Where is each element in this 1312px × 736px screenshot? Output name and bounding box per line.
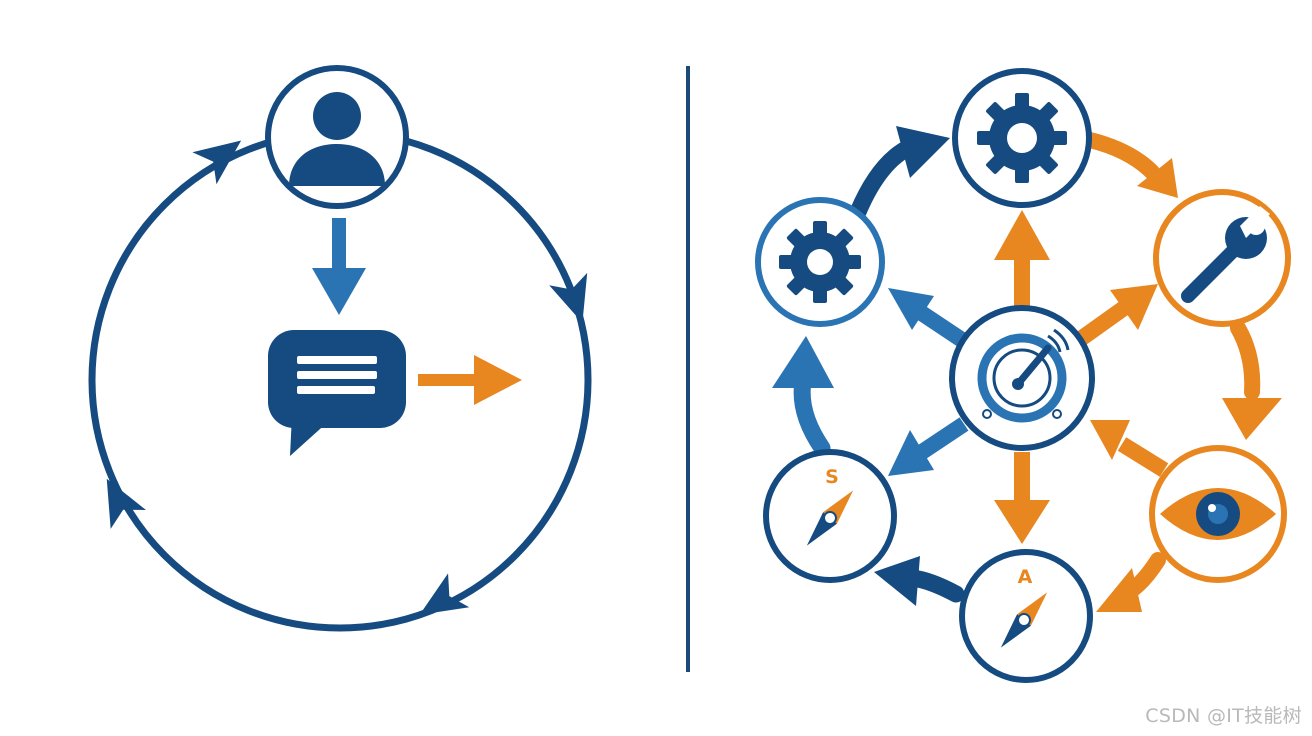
compass-bottom-letter: A — [1018, 566, 1033, 588]
gear-icon — [779, 221, 861, 303]
compass-bottom-node: A — [959, 549, 1093, 683]
cycle-arrowhead-right — [549, 272, 588, 323]
orange-right-arrow — [418, 355, 522, 405]
compass-left-node: S — [763, 449, 897, 583]
arrowhead-geartop-to-wrench — [1137, 158, 1178, 198]
cycle-arrowhead-top-left — [192, 140, 242, 185]
down-arrow — [312, 218, 366, 315]
spoke-up-head — [994, 210, 1050, 260]
arrowhead-gearleft-to-geartop — [896, 126, 950, 178]
chat-bubble-icon — [268, 330, 406, 456]
eye-node — [1149, 445, 1287, 583]
spoke-upleft — [915, 305, 967, 347]
cycle-arrowhead-bottom — [419, 573, 470, 615]
arrowhead-eye-to-compassbottom — [1096, 568, 1142, 612]
right-network-diagram: A S — [755, 68, 1291, 683]
arrowhead-wrench-to-eye — [1222, 398, 1282, 440]
compass-icon — [806, 490, 854, 546]
arrow-gearleft-to-geartop — [849, 137, 921, 221]
eye-icon — [1160, 488, 1276, 540]
gauge-icon — [977, 328, 1070, 423]
arrow-compassbottom-to-compassleft — [903, 569, 965, 603]
spoke-upright-head — [1110, 284, 1158, 330]
spoke-downleft-head — [888, 430, 934, 476]
spoke-upright — [1077, 301, 1129, 345]
cycle-arrowhead-left — [106, 478, 146, 529]
arrow-geartop-to-wrench — [1082, 132, 1160, 180]
arrowhead-compassbottom-to-compassleft — [874, 556, 920, 606]
spoke-upleft-head — [888, 288, 934, 330]
left-cycle-diagram — [88, 65, 592, 632]
gauge-center-node — [949, 305, 1095, 451]
wrench-node — [1153, 189, 1291, 327]
spoke-downright — [1117, 437, 1169, 477]
arrowhead-compassleft-to-gearleft — [772, 336, 834, 388]
compass-left-letter: S — [825, 466, 839, 488]
gear-left-node — [755, 197, 885, 327]
spoke-down-head — [994, 500, 1050, 544]
user-icon — [289, 92, 385, 186]
user-node — [265, 65, 409, 209]
spoke-downleft — [917, 417, 969, 459]
watermark: CSDN @IT技能树 — [1145, 705, 1302, 727]
gear-icon — [977, 93, 1067, 183]
spoke-up — [1014, 254, 1030, 308]
gear-top-node — [952, 68, 1092, 208]
spoke-down — [1014, 452, 1030, 504]
compass-icon — [1000, 592, 1048, 648]
spoke-downright-head — [1090, 420, 1130, 460]
wrench-icon — [1181, 206, 1270, 303]
arrow-wrench-to-eye — [1230, 320, 1261, 400]
